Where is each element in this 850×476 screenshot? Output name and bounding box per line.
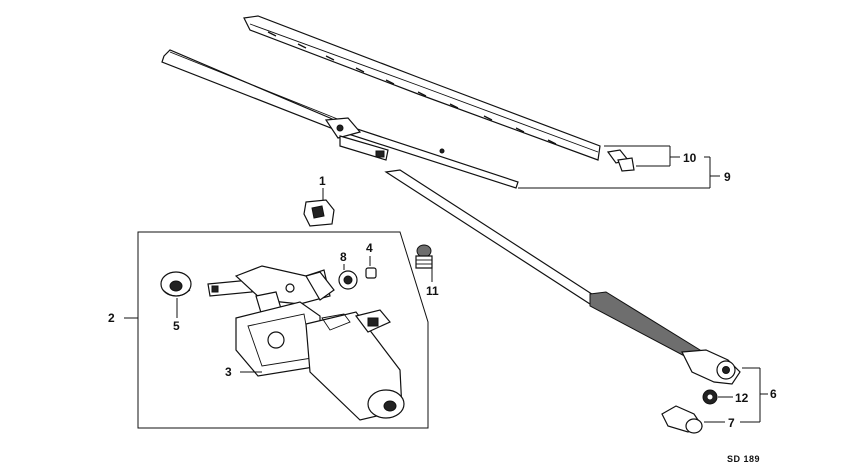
collar-part4 [365,267,377,279]
wiper-blade-rubber [243,15,601,161]
wiper-linkage [207,265,335,317]
leader-lines [124,145,768,423]
callout-1: 1 [319,174,326,188]
callout-12: 12 [735,391,749,405]
wiper-blade-frame [161,49,519,189]
bolt-part11 [415,244,433,269]
callout-7: 7 [728,416,735,430]
motor-assembly-outline [137,231,429,429]
motor-cushion-part1 [303,199,335,227]
callout-6: 6 [770,387,777,401]
callout-2: 2 [108,311,115,325]
blade-clips [606,149,635,172]
callout-8: 8 [340,250,347,264]
callout-11: 11 [426,284,439,298]
drawing-code: SD 189 [727,454,760,464]
callout-10: 10 [683,151,697,165]
callout-4: 4 [366,241,373,255]
callout-5: 5 [173,319,180,333]
callout-3: 3 [225,365,232,379]
callout-9: 9 [724,170,731,184]
arm-cap [661,405,703,434]
bushing-part8 [338,270,358,290]
arm-nut [702,389,718,405]
wiper-arm [384,169,741,385]
wiper-motor [235,301,405,421]
grommet-part5 [160,271,192,297]
